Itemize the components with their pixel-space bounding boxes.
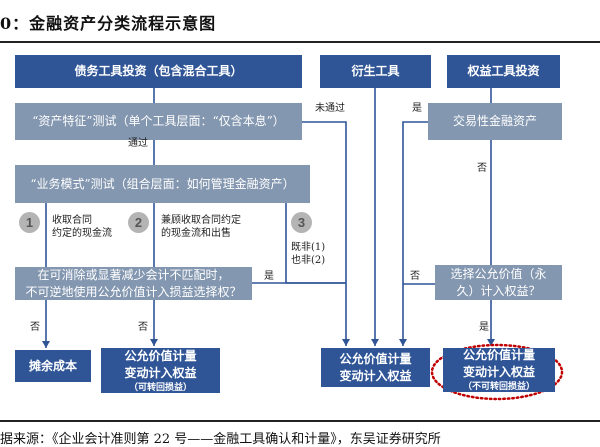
fv-middle-line-2: 变动计入权益 [339,368,412,383]
model-3-line-2: 也非(2) [291,255,326,266]
fvoci-debt-note: （可转回损益） [128,382,192,393]
business-model-test-box: “业务模式”测试（组合层面：如何管理金融资产） [15,165,310,203]
debt-instrument-box: 债务工具投资（包含混合工具） [15,55,302,88]
no-label-trading: 否 [477,163,487,174]
model-3-line-1: 既非(1) [291,242,326,253]
source-note: 据来源：《企业会计准则第 22 号——金融工具确认和计量》，东吴证券研究所 [0,432,441,447]
model-1-text: 收取合同 约定的现金流 [52,214,112,240]
fvoci-debt-line-1: 公允价值计量 [124,348,197,363]
model-2-text: 兼顾收取合同约定 的现金流和出售 [161,214,241,240]
election-line-1: 选择公允价值（永 [450,266,547,281]
no-label-fvoci: 否 [138,322,148,333]
no-label-amortized: 否 [30,322,40,333]
yes-label-fvo: 是 [264,271,274,282]
fvoci-equity-note: （不可转回损益） [462,382,535,392]
trading-asset-box: 交易性金融资产 [428,103,562,140]
figure-title: 0：金融资产分类流程示意图 [0,14,217,33]
model-2-line-2: 的现金流和出售 [161,228,231,239]
yes-label-election: 是 [479,322,489,333]
not-passed-label: 未通过 [315,103,345,114]
fvoci-debt-line-2: 变动计入权益 [124,365,197,380]
highlight-ellipse [430,343,564,401]
model-1-badge: 1 [19,212,40,233]
model-3-badge: 3 [291,212,312,233]
equity-instrument-box: 权益工具投资 [447,55,560,88]
fvoci-equity-box: 公允价值计量 变动计入权益 （不可转回损益） [443,348,555,392]
fvo-question-box: 在可消除或显著减少会计不匹配时， 不可逆地使用公允价值计入损益选择权？ [15,267,252,300]
model-2-badge: 2 [128,212,149,233]
fvoci-debt-box: 公允价值计量 变动计入权益 （可转回损益） [101,348,220,393]
top-divider [0,41,600,43]
model-3-text: 既非(1) 也非(2) [291,241,325,267]
passed-label: 通过 [128,138,148,149]
election-line-2: 久）计入权益？ [456,283,541,298]
amortized-cost-box: 摊余成本 [15,350,91,382]
fvo-line-2: 不可逆地使用公允价值计入损益选择权？ [25,284,242,299]
fvoci-election-box: 选择公允价值（永 久）计入权益？ [435,265,562,300]
fvo-line-1: 在可消除或显著减少会计不匹配时， [37,267,230,282]
sppi-test-box: “资产特征”测试（单个工具层面：“仅含本息”） [15,103,302,140]
fvoci-equity-line-2: 变动计入权益 [462,365,535,379]
no-label-election: 否 [410,271,420,282]
fvoci-equity-line-1: 公允价值计量 [462,348,535,362]
model-1-line-2: 约定的现金流 [52,228,112,239]
model-1-line-1: 收取合同 [52,215,92,226]
model-2-line-1: 兼顾收取合同约定 [161,215,241,226]
bottom-divider [0,420,600,422]
derivative-box: 衍生工具 [320,55,431,88]
yes-label-trading: 是 [412,103,422,114]
fv-middle-line-1: 公允价值计量 [339,351,412,366]
fv-middle-box: 公允价值计量 变动计入权益 [321,348,430,387]
